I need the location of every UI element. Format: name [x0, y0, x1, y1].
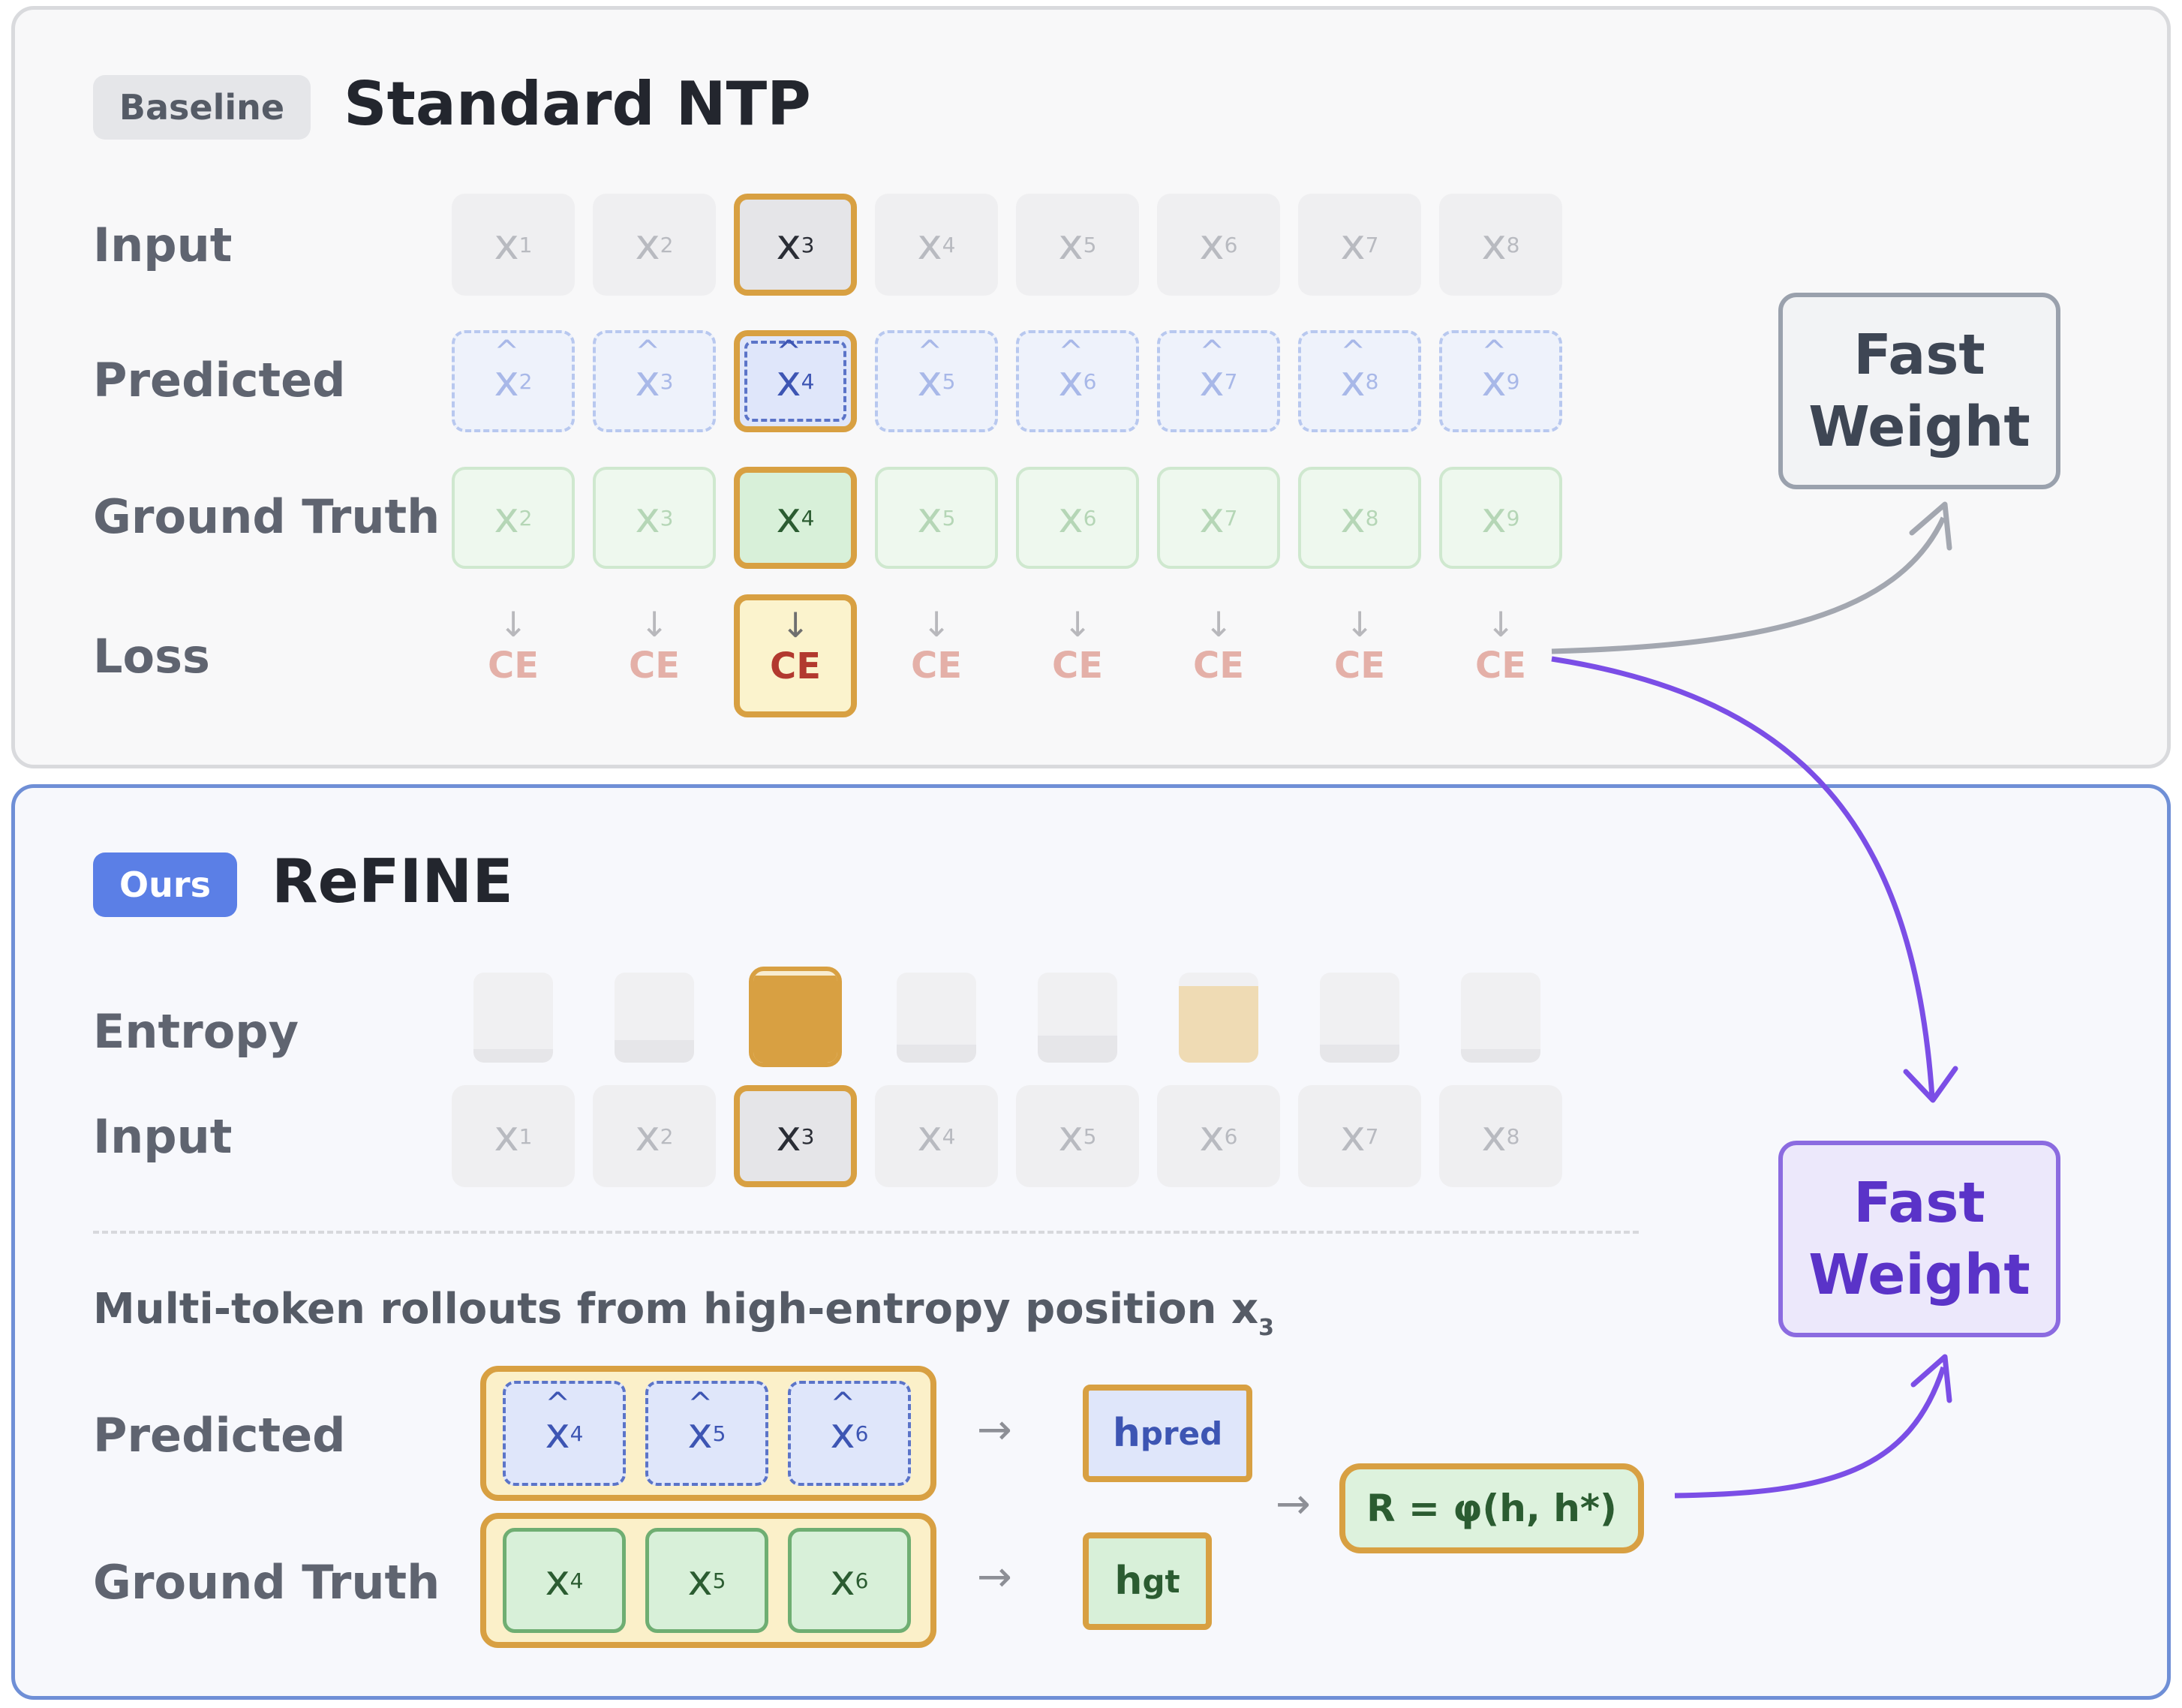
- loss-ce-item: ↓CE: [734, 594, 857, 717]
- arrow-pred-to-h: →: [977, 1406, 1012, 1454]
- loss-ce-item: ↓CE: [1051, 604, 1103, 687]
- fast-weight-line1: Fast: [1853, 1170, 1985, 1235]
- entropy-bar: [1179, 973, 1258, 1063]
- rollout-ground-truth-label: Ground Truth: [93, 1555, 440, 1610]
- reward-box: R = φ(h, h*): [1339, 1463, 1644, 1553]
- fast-weight-line2: Weight: [1808, 1243, 2030, 1307]
- rollouts-subtitle: Multi-token rollouts from high-entropy p…: [93, 1285, 1274, 1341]
- arrow-h-to-reward: →: [1276, 1480, 1311, 1529]
- predicted-label: Predicted: [93, 353, 346, 407]
- input-label: Input: [93, 218, 233, 272]
- pred-token: x^3: [593, 330, 716, 432]
- standard-ntp-title: Standard NTP: [344, 69, 811, 139]
- loss-ce-item: ↓CE: [487, 604, 539, 687]
- pred-token: x^9: [1439, 330, 1562, 432]
- pred-token: x^6: [1016, 330, 1139, 432]
- entropy-label: Entropy: [93, 1004, 299, 1059]
- pred-token: x^5: [875, 330, 998, 432]
- fast-weight-line2: Weight: [1808, 395, 2030, 459]
- refine-title: ReFINE: [272, 846, 513, 916]
- loss-ce-item: ↓CE: [1333, 604, 1385, 687]
- pred-token: x^4: [734, 330, 857, 432]
- rollout-pred-token: x^5: [645, 1381, 768, 1486]
- rollout-pred-token: x^6: [788, 1381, 911, 1486]
- rollout-pred-token: x^4: [503, 1381, 626, 1486]
- ours-badge: Ours: [93, 852, 237, 917]
- loss-ce-item: ↓CE: [628, 604, 680, 687]
- loss-ce-item: ↓CE: [910, 604, 962, 687]
- entropy-bar: [1461, 973, 1540, 1063]
- loss-ce-item: ↓CE: [1474, 604, 1526, 687]
- bottom-input-label: Input: [93, 1109, 233, 1164]
- pred-token: x^7: [1157, 330, 1280, 432]
- entropy-bar: [473, 973, 553, 1063]
- fast-weight-line1: Fast: [1853, 322, 1985, 387]
- entropy-bar: [749, 967, 842, 1067]
- entropy-bar: [897, 973, 976, 1063]
- rollout-predicted-label: Predicted: [93, 1408, 346, 1463]
- divider: [93, 1231, 1639, 1234]
- baseline-badge: Baseline: [93, 75, 311, 140]
- ground-truth-label: Ground Truth: [93, 489, 440, 544]
- loss-ce-item: ↓CE: [1192, 604, 1244, 687]
- arrow-gt-to-h: →: [977, 1553, 1012, 1601]
- entropy-bar: [615, 973, 694, 1063]
- loss-label: Loss: [93, 629, 210, 684]
- entropy-bar: [1320, 973, 1399, 1063]
- pred-token: x^2: [452, 330, 575, 432]
- pred-token: x^8: [1298, 330, 1421, 432]
- entropy-bar: [1038, 973, 1117, 1063]
